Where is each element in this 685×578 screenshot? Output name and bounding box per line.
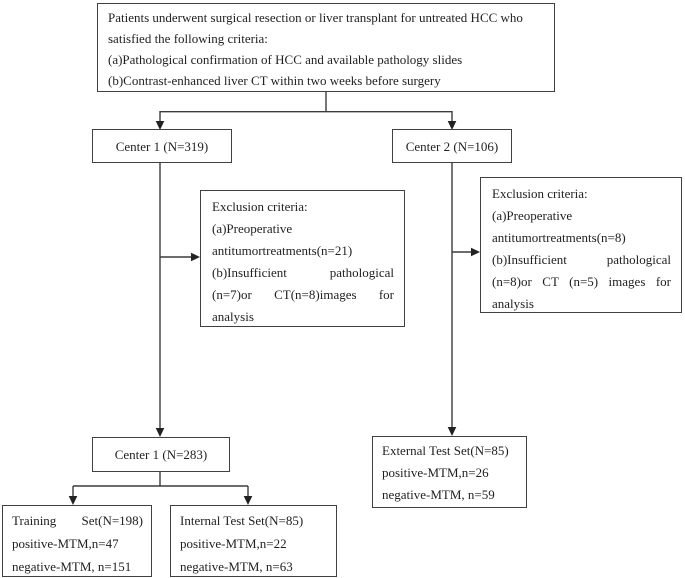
center2-initial-label: Center 2 (N=106) bbox=[405, 138, 499, 154]
internal-test-line: Internal Test Set(N=85) bbox=[180, 513, 304, 528]
external-test-line: negative-MTM, n=59 bbox=[382, 487, 495, 502]
training-set-line: negative-MTM, n=151 bbox=[12, 559, 132, 574]
arrowhead-down-internal bbox=[243, 496, 253, 505]
exclusion-criteria-right-box: Exclusion criteria: (a)Preoperative anti… bbox=[480, 177, 682, 313]
eligibility-line: (b)Contrast-enhanced liver CT within two… bbox=[108, 73, 441, 88]
arrowhead-down-center2 bbox=[447, 121, 457, 130]
training-set-box: Training Set(N=198) positive-MTM,n=47 ne… bbox=[2, 505, 152, 577]
exclusion-left-line: (b)Insufficient pathological bbox=[212, 265, 394, 280]
exclusion-right-line: Exclusion criteria: bbox=[492, 186, 588, 201]
exclusion-right-line: antitumortreatments(n=8) bbox=[492, 230, 626, 245]
exclusion-criteria-left-box: Exclusion criteria: (a)Preoperative anti… bbox=[200, 190, 405, 327]
center1-initial-box: Center 1 (N=319) bbox=[92, 129, 232, 163]
center1-initial-label: Center 1 (N=319) bbox=[115, 138, 209, 154]
training-set-line: positive-MTM,n=47 bbox=[12, 536, 119, 551]
eligibility-line: satisfied the following criteria: bbox=[108, 31, 268, 46]
exclusion-left-line: (a)Preoperative bbox=[212, 221, 293, 236]
exclusion-left-line: Exclusion criteria: bbox=[212, 199, 308, 214]
exclusion-right-line: (a)Preoperative bbox=[492, 208, 573, 223]
center1-final-box: Center 1 (N=283) bbox=[92, 437, 230, 472]
eligibility-line: (a)Pathological confirmation of HCC and … bbox=[108, 52, 463, 67]
internal-test-set-box: Internal Test Set(N=85) positive-MTM,n=2… bbox=[170, 505, 337, 577]
external-test-line: positive-MTM,n=26 bbox=[382, 465, 489, 480]
eligibility-criteria-box: Patients underwent surgical resection or… bbox=[97, 3, 555, 92]
exclusion-left-line: antitumortreatments(n=21) bbox=[212, 243, 353, 258]
training-set-line: Training Set(N=198) bbox=[12, 513, 143, 528]
exclusion-right-line: (n=8)or CT (n=5) images for bbox=[492, 274, 671, 289]
external-test-line: External Test Set(N=85) bbox=[382, 443, 509, 458]
external-test-set-box: External Test Set(N=85) positive-MTM,n=2… bbox=[372, 436, 527, 508]
center1-final-label: Center 1 (N=283) bbox=[114, 447, 208, 462]
exclusion-left-line: (n=7)or CT(n=8)images for bbox=[212, 287, 394, 302]
arrowhead-down-center1-final bbox=[155, 428, 165, 437]
internal-test-line: positive-MTM,n=22 bbox=[180, 536, 287, 551]
arrowhead-right-exclusion-right bbox=[471, 247, 480, 257]
arrowhead-down-center1 bbox=[155, 121, 165, 130]
exclusion-right-line: (b)Insufficient pathological bbox=[492, 252, 671, 267]
arrowhead-right-exclusion-left bbox=[191, 252, 200, 262]
internal-test-line: negative-MTM, n=63 bbox=[180, 559, 293, 574]
center2-initial-box: Center 2 (N=106) bbox=[392, 129, 512, 163]
arrowhead-down-external bbox=[447, 427, 457, 436]
eligibility-line: Patients underwent surgical resection or… bbox=[108, 10, 523, 25]
exclusion-left-line: analysis bbox=[212, 309, 254, 324]
arrowhead-down-training bbox=[68, 496, 78, 505]
exclusion-right-line: analysis bbox=[492, 296, 534, 311]
